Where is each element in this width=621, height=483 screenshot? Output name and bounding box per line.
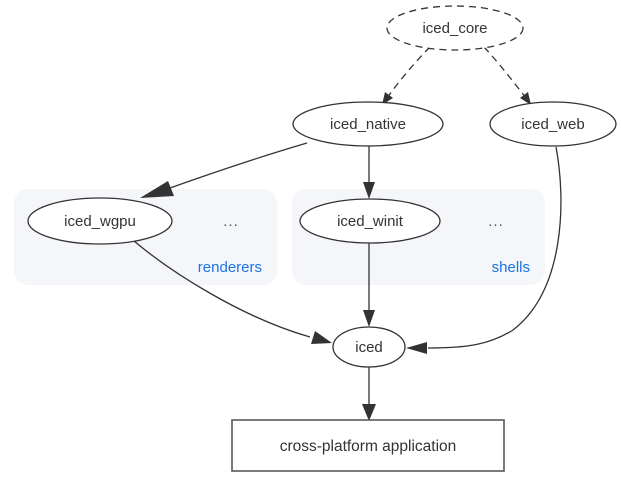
node-iced-core-shape[interactable] [386,5,524,51]
arrow-head-icon [363,182,375,199]
node-iced-wgpu[interactable]: iced_wgpu [27,197,173,245]
edge-iced-winit-to-iced [363,243,375,327]
node-iced-native-shape[interactable] [292,101,444,147]
node-iced-native[interactable]: iced_native [292,101,444,147]
node-iced-winit[interactable]: iced_winit [299,198,441,244]
node-cross-platform-application[interactable]: cross-platform application [231,419,505,472]
node-iced[interactable]: iced [332,326,406,368]
arrow-head-icon [382,92,393,105]
node-application-shape[interactable] [231,419,505,472]
edge-iced-native-to-iced-wgpu [140,142,308,198]
cluster-renderers-label: renderers [198,259,262,276]
node-iced-web-label: iced_web [521,116,584,133]
node-iced-core[interactable]: iced_core [386,5,524,51]
edge-iced-core-to-iced-native [382,46,431,105]
edge-line [169,142,308,189]
node-iced-winit-shape[interactable] [299,198,441,244]
arrow-head-icon [406,342,427,354]
node-iced-wgpu-label: iced_wgpu [64,213,136,230]
shells-more-ellipsis: ... [488,213,504,230]
node-iced-web[interactable]: iced_web [489,101,617,147]
edge-iced-wgpu-to-iced [133,240,332,344]
edge-line [386,46,431,99]
edge-iced-to-application [362,367,376,421]
arrow-head-icon [363,310,375,327]
edge-iced-core-to-iced-web [483,46,531,105]
node-iced-shape[interactable] [332,326,406,368]
node-iced-winit-label: iced_winit [337,213,404,230]
arrow-head-icon [520,92,531,105]
renderers-more-ellipsis: ... [223,213,239,230]
node-iced-wgpu-shape[interactable] [27,197,173,245]
node-application-label: cross-platform application [280,438,457,455]
node-iced-native-label: iced_native [330,116,406,133]
arrow-head-icon [311,331,332,344]
edge-iced-web-to-iced [406,146,562,354]
edge-line [427,146,562,349]
arrow-head-icon [140,181,174,198]
node-iced-web-shape[interactable] [489,101,617,147]
arrow-head-icon [362,404,376,421]
node-iced-core-label: iced_core [422,20,487,37]
edge-iced-native-to-iced-winit [363,146,375,199]
cluster-shells-label: shells [492,259,530,276]
node-iced-label: iced [355,339,383,356]
edge-line [483,46,527,99]
edge-line [133,240,311,338]
